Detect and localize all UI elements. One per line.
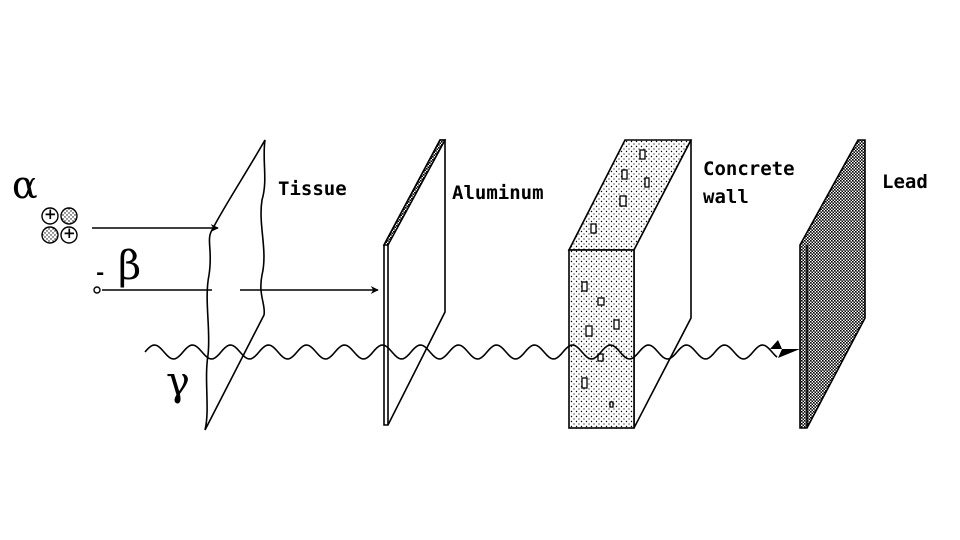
lead-sheet: [799, 139, 866, 429]
beta-electron-dot: [93, 286, 101, 294]
beta-charge-sign: -: [96, 260, 105, 284]
tissue-label: Tissue: [278, 178, 347, 200]
gamma-wave: [144, 344, 778, 360]
alpha-particle-cluster: [41, 207, 78, 244]
aluminum-label: Aluminum: [452, 182, 544, 204]
wall-label: wall: [703, 186, 749, 208]
concrete-aggregate-marks: [581, 149, 650, 408]
tissue-sheet: [204, 139, 266, 431]
gamma-arrowhead: [770, 340, 800, 358]
gamma-symbol: γ: [166, 359, 190, 405]
concrete-label: Concrete: [703, 158, 795, 180]
concrete-wall-block: [567, 139, 693, 429]
alpha-symbol: α: [12, 163, 38, 207]
alpha-proton-sign-1: +: [44, 205, 57, 223]
lead-label: Lead: [882, 171, 928, 193]
alpha-proton-sign-2: +: [63, 224, 76, 242]
beta-symbol: β: [118, 243, 142, 289]
aluminum-sheet: [382, 139, 447, 426]
